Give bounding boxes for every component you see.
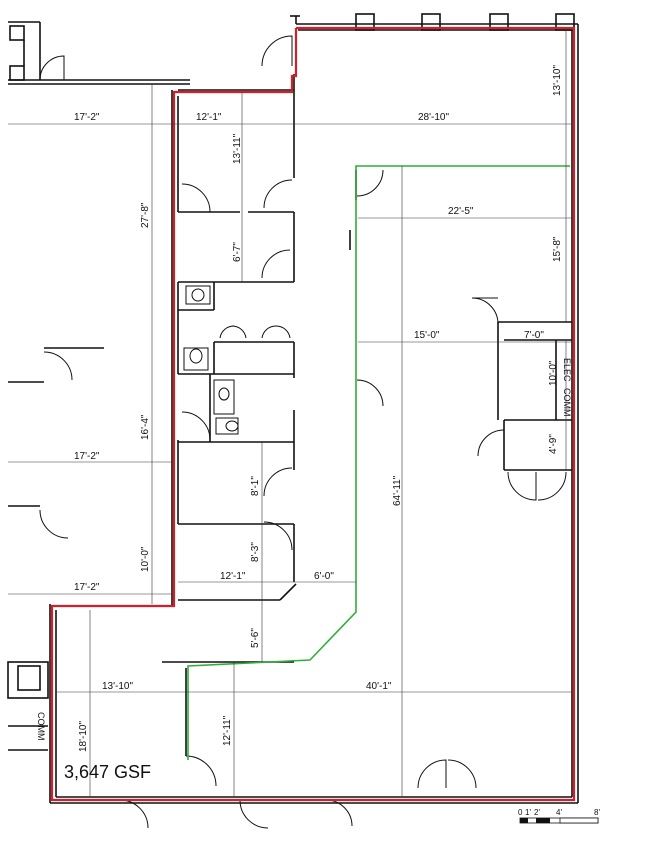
dim-10-0-left: 10'-0" bbox=[140, 546, 151, 572]
dimension-lines bbox=[8, 30, 572, 797]
dim-13-11: 13'-11" bbox=[232, 133, 243, 164]
scale-tick-2: 2' bbox=[534, 808, 540, 817]
dim-18-10: 18'-10" bbox=[78, 721, 89, 752]
dim-16-4: 16'-4" bbox=[140, 414, 151, 440]
fixtures bbox=[183, 285, 239, 435]
room-label-elec: ELEC bbox=[562, 358, 572, 382]
dim-7-0: 7'-0" bbox=[524, 330, 544, 341]
walls bbox=[7, 13, 579, 804]
scale-tick-4: 4' bbox=[556, 808, 562, 817]
dim-27-8: 27'-8" bbox=[140, 202, 151, 228]
dim-6-7: 6'-7" bbox=[232, 242, 243, 262]
dimension-labels: 17'-2" 12'-1" 28'-10" 13'-10" 13'-11" 27… bbox=[74, 65, 563, 752]
space-boundary bbox=[50, 26, 576, 802]
scale-tick-8: 8' bbox=[594, 808, 600, 817]
dim-12-1-low: 12'-1" bbox=[220, 571, 246, 582]
room-label-comm-lower: COMM bbox=[36, 712, 46, 741]
dim-6-0: 6'-0" bbox=[314, 571, 334, 582]
dim-17-2-low: 17'-2" bbox=[74, 582, 100, 593]
dim-40-1: 40'-1" bbox=[366, 681, 392, 692]
dim-28-10: 28'-10" bbox=[418, 112, 449, 123]
dim-10-0-right: 10'-0" bbox=[548, 360, 559, 386]
dim-15-8: 15'-8" bbox=[552, 236, 563, 262]
scale-tick-1: 1' bbox=[525, 808, 531, 817]
scale-bar: 0 1' 2' 4' 8' bbox=[518, 808, 600, 824]
dim-64-11: 64'-11" bbox=[392, 475, 403, 506]
dim-4-9: 4'-9" bbox=[548, 434, 559, 454]
room-label-comm: COMM bbox=[562, 388, 572, 417]
dim-13-10-low: 13'-10" bbox=[102, 681, 133, 692]
doors bbox=[39, 35, 567, 829]
dim-13-10-right: 13'-10" bbox=[552, 65, 563, 96]
dim-12-11: 12'-11" bbox=[222, 715, 233, 746]
dim-17-2-top: 17'-2" bbox=[74, 112, 100, 123]
dim-15-0: 15'-0" bbox=[414, 330, 440, 341]
dim-17-2-mid: 17'-2" bbox=[74, 451, 100, 462]
scale-tick-0: 0 bbox=[518, 808, 523, 817]
area-label: 3,647 GSF bbox=[64, 762, 151, 782]
dim-8-1: 8'-1" bbox=[250, 476, 261, 496]
dim-12-1-top: 12'-1" bbox=[196, 112, 222, 123]
green-partition bbox=[187, 165, 570, 760]
dim-22-5: 22'-5" bbox=[448, 206, 474, 217]
dim-5-6: 5'-6" bbox=[250, 628, 261, 648]
dim-8-3: 8'-3" bbox=[250, 542, 261, 562]
